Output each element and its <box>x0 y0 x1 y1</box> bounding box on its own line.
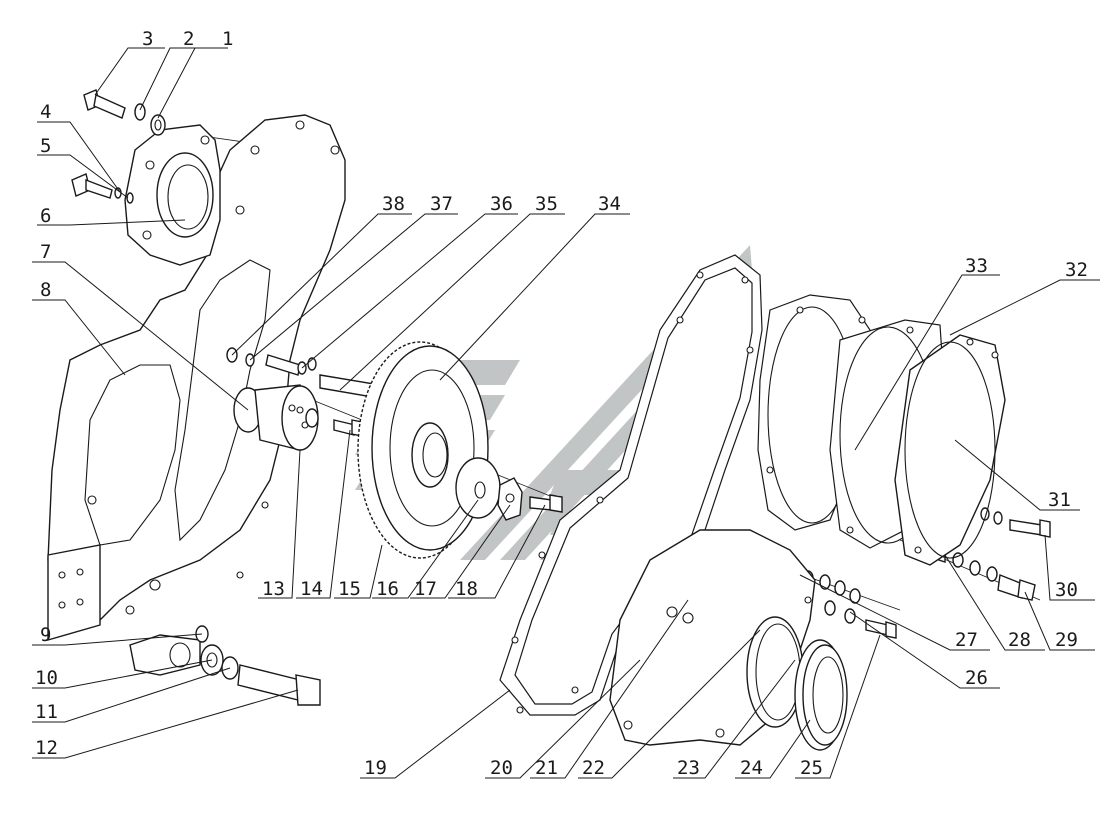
bolt-30 <box>1009 519 1051 538</box>
callout-13: 13 <box>262 578 285 600</box>
callout-38: 38 <box>382 193 405 215</box>
callout-16: 16 <box>376 578 399 600</box>
callout-10: 10 <box>35 667 58 689</box>
callout-18: 18 <box>455 578 478 600</box>
bolt-29 <box>997 574 1036 601</box>
lock-plate <box>497 477 523 521</box>
bolt-14 <box>333 419 363 437</box>
callout-8: 8 <box>40 279 51 301</box>
callout-1: 1 <box>222 28 233 50</box>
callout-30: 30 <box>1055 579 1078 601</box>
callout-28: 28 <box>1008 629 1031 651</box>
callout-14: 14 <box>300 578 323 600</box>
callout-7: 7 <box>40 241 51 263</box>
callout-5: 5 <box>40 135 51 157</box>
bolt-13 <box>265 354 301 376</box>
bolt-12 <box>237 664 321 706</box>
cover-plate <box>894 334 1006 566</box>
leader-lines <box>32 47 1100 779</box>
oil-seal <box>794 639 848 751</box>
callout-2: 2 <box>183 28 194 50</box>
idler-hub <box>233 384 319 451</box>
front-gasket <box>499 254 763 716</box>
callout-21: 21 <box>535 757 558 779</box>
callout-15: 15 <box>338 578 361 600</box>
thrust-washer <box>455 457 501 519</box>
callout-labels: 1 2 3 4 5 6 7 8 9 10 11 12 13 14 15 16 1… <box>35 28 1088 779</box>
seal-carrier-plate <box>124 124 221 266</box>
callout-6: 6 <box>40 205 51 227</box>
callout-17: 17 <box>414 578 437 600</box>
callout-33: 33 <box>965 255 988 277</box>
callout-22: 22 <box>582 757 605 779</box>
callout-9: 9 <box>40 624 51 646</box>
bolt-18 <box>529 494 563 513</box>
bolt-5 <box>71 173 113 199</box>
callout-26: 26 <box>965 667 988 689</box>
callout-19: 19 <box>364 757 387 779</box>
callout-35: 35 <box>535 193 558 215</box>
helical-gear <box>357 341 489 559</box>
callout-11: 11 <box>35 701 58 723</box>
callout-20: 20 <box>490 757 513 779</box>
callout-36: 36 <box>490 193 513 215</box>
callout-31: 31 <box>1048 489 1071 511</box>
callout-3: 3 <box>142 28 153 50</box>
callout-12: 12 <box>35 737 58 759</box>
callout-32: 32 <box>1065 259 1088 281</box>
rear-housing <box>47 114 346 676</box>
callout-25: 25 <box>800 757 823 779</box>
callout-34: 34 <box>598 193 621 215</box>
callout-24: 24 <box>740 757 763 779</box>
callout-4: 4 <box>40 101 51 123</box>
front-cover <box>609 529 816 746</box>
callout-23: 23 <box>677 757 700 779</box>
callout-27: 27 <box>955 629 978 651</box>
bolt-3 <box>83 89 126 119</box>
bolt-25 <box>865 619 897 639</box>
callout-29: 29 <box>1055 629 1078 651</box>
callout-37: 37 <box>430 193 453 215</box>
